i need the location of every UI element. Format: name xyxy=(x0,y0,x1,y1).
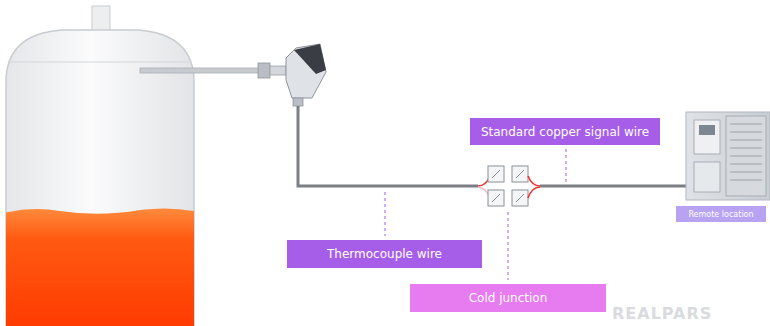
terminal-block xyxy=(488,166,528,206)
tank-seam xyxy=(8,62,192,63)
watermark: REALPARS xyxy=(612,304,712,323)
thermocouple-probe xyxy=(140,44,326,106)
terminal-head xyxy=(286,44,326,98)
callout-label: Standard copper signal wire xyxy=(470,118,660,145)
label-text: Remote location xyxy=(688,210,753,219)
copper-lead xyxy=(528,176,540,186)
label-text: Standard copper signal wire xyxy=(481,125,649,139)
callout-label: Cold junction xyxy=(410,284,606,312)
copper-lead xyxy=(528,187,540,198)
callout-label: Thermocouple wire xyxy=(287,240,482,268)
plc-controller xyxy=(686,112,770,200)
label-text: Thermocouple wire xyxy=(327,247,442,261)
tank xyxy=(0,6,200,326)
hot-liquid xyxy=(0,208,200,326)
tank-nozzle xyxy=(92,6,110,32)
thermocouple-cable xyxy=(298,106,478,186)
label-text: Cold junction xyxy=(469,291,548,305)
head-cap xyxy=(294,44,326,74)
location-tag: Remote location xyxy=(676,206,766,222)
